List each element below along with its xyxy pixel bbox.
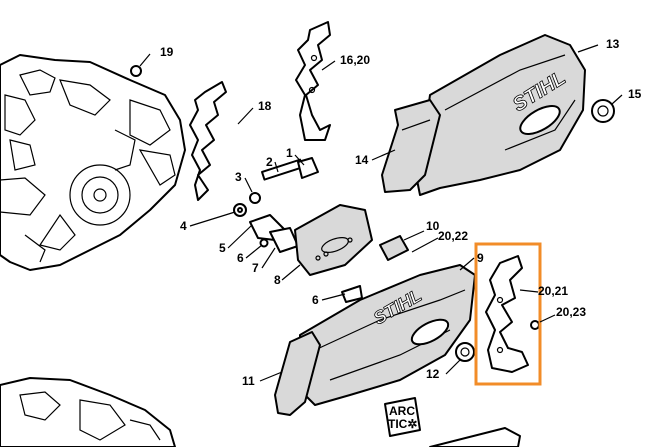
part-15-nut [591,99,615,123]
label-14: 14 [355,153,369,167]
label-15: 15 [628,87,642,101]
label-13: 13 [606,37,620,51]
label-10: 10 [426,219,440,233]
label-7: 7 [252,261,259,275]
leader-lines [139,44,623,382]
label-9: 9 [477,251,484,265]
label-11: 11 [242,374,255,388]
part-20-23-screw [530,320,540,330]
sprocket-cover-part-13: STIHL [414,34,586,196]
side-plate-part-8 [294,204,373,276]
bumper-spike-part-20-21 [485,255,529,373]
part-11-plate [274,331,321,416]
engine-housing-lower-illustration [0,377,176,447]
part-labels: 19 18 16,20 13 15 14 1 2 3 4 5 6 7 8 6 1… [160,37,642,388]
label-20-23: 20,23 [556,305,586,319]
guide-bar [429,427,521,447]
label-6b: 6 [312,293,319,307]
sprocket-cover-part-9: STIHL [299,264,476,406]
bumper-spike-part-16 [295,21,331,141]
label-12: 12 [426,367,440,381]
engine-housing-illustration [0,54,186,271]
label-6a: 6 [237,251,244,265]
label-16-20: 16,20 [340,53,370,67]
label-5: 5 [219,241,226,255]
label-19: 19 [160,45,174,59]
label-1: 1 [286,146,293,160]
label-4: 4 [180,219,187,233]
part-3-cap [249,192,261,204]
arctic-badge: ARC TIC✲ [384,397,421,437]
label-2: 2 [266,155,273,169]
label-20-22: 20,22 [438,229,468,243]
part-19-screw [130,65,142,77]
part-6-screw-a [259,238,269,248]
part-14-plate [381,99,441,193]
part-10-block [379,235,409,261]
label-8: 8 [274,273,281,287]
label-18: 18 [258,99,272,113]
label-20-21: 20,21 [538,284,568,298]
tensioner-hardware [233,157,363,303]
bumper-spike-part-18 [189,81,227,201]
svg-text:TIC✲: TIC✲ [388,417,417,431]
part-6-screw-b [341,285,363,303]
label-3: 3 [235,170,242,184]
highlight-box [474,242,542,386]
svg-text:ARC: ARC [389,404,415,418]
part-12-nut [455,342,475,362]
